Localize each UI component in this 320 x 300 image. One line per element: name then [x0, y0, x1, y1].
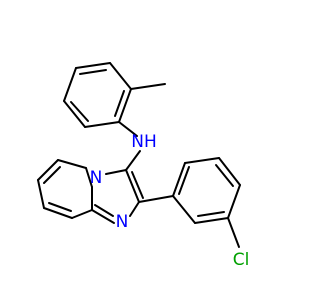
- bond-inner: [178, 166, 190, 195]
- bond: [84, 121, 120, 128]
- bond: [227, 184, 241, 219]
- bonds: [37, 62, 241, 248]
- bond: [57, 159, 87, 169]
- bond: [37, 179, 45, 209]
- bond-inner: [215, 164, 234, 187]
- bond: [218, 157, 241, 186]
- bond: [118, 121, 138, 137]
- bond: [43, 207, 73, 219]
- bond: [91, 209, 115, 224]
- bond: [63, 100, 86, 128]
- bond: [227, 217, 240, 248]
- bond: [63, 67, 77, 102]
- bond: [71, 209, 93, 219]
- bond: [125, 169, 140, 203]
- bond: [129, 201, 140, 217]
- bond-inner: [197, 211, 225, 217]
- atom-label-n-bridge: N: [90, 168, 103, 188]
- bond-inner: [114, 90, 125, 117]
- bond: [184, 157, 220, 164]
- bond-inner: [131, 171, 144, 199]
- bond: [118, 88, 132, 123]
- atom-label-cl: Cl: [233, 250, 250, 270]
- bond: [172, 162, 186, 197]
- bond: [105, 169, 127, 175]
- atom-labels: NH N N Cl: [90, 132, 250, 270]
- bond: [194, 217, 229, 224]
- bond: [37, 159, 59, 181]
- atom-label-nh: NH: [131, 132, 157, 152]
- bond-inner: [94, 204, 114, 217]
- atom-label-n-ring: N: [116, 212, 129, 232]
- molecule-drawing: NH N N Cl: [37, 62, 250, 270]
- bond: [109, 62, 132, 90]
- bond: [85, 167, 93, 188]
- bond: [75, 62, 111, 69]
- bond-inner: [43, 166, 61, 184]
- bond-inner: [70, 101, 89, 122]
- methyl-bond: [130, 83, 166, 90]
- bond: [172, 195, 196, 224]
- bond-inner: [48, 202, 72, 212]
- structure-canvas: NH N N Cl: [37, 62, 250, 270]
- bond: [125, 150, 141, 171]
- bond-inner: [79, 69, 107, 75]
- bond: [138, 195, 174, 203]
